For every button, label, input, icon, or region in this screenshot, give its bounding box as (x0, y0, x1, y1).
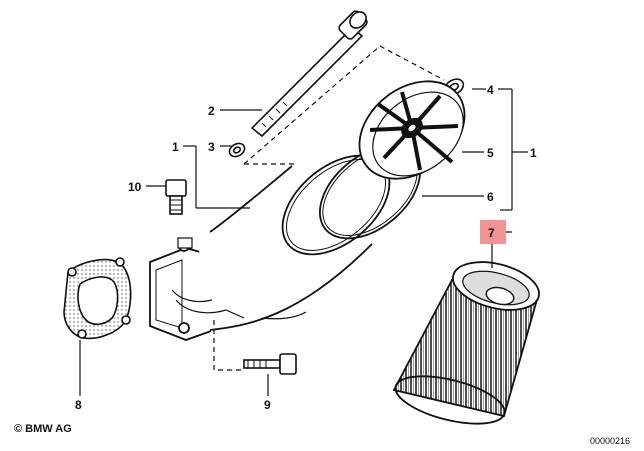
callout-9: 9 (264, 398, 271, 412)
callout-labels: 1 2 3 4 5 1 6 7 10 8 9 (75, 83, 537, 412)
cover-lid (358, 80, 466, 180)
gasket (63, 257, 132, 340)
washer (228, 142, 246, 158)
leader-lines (79, 45, 528, 396)
callout-highlight (480, 220, 506, 244)
callout-6: 6 (487, 190, 494, 204)
callout-2: 2 (208, 104, 215, 118)
callout-1-left: 1 (172, 140, 179, 154)
callout-10: 10 (128, 180, 142, 194)
filter-housing (149, 154, 391, 341)
callout-1-right: 1 (530, 146, 537, 160)
callout-3: 3 (208, 140, 215, 154)
long-bolt (250, 10, 368, 138)
callout-4: 4 (487, 83, 494, 97)
plug-bolt (165, 179, 187, 215)
callout-7: 7 (488, 226, 495, 240)
hex-bolt (243, 353, 297, 375)
filter-element (392, 261, 540, 425)
copyright-label: © BMW AG (14, 423, 72, 435)
document-number: 00000216 (590, 436, 631, 446)
callout-5: 5 (487, 146, 494, 160)
callout-8: 8 (75, 398, 82, 412)
